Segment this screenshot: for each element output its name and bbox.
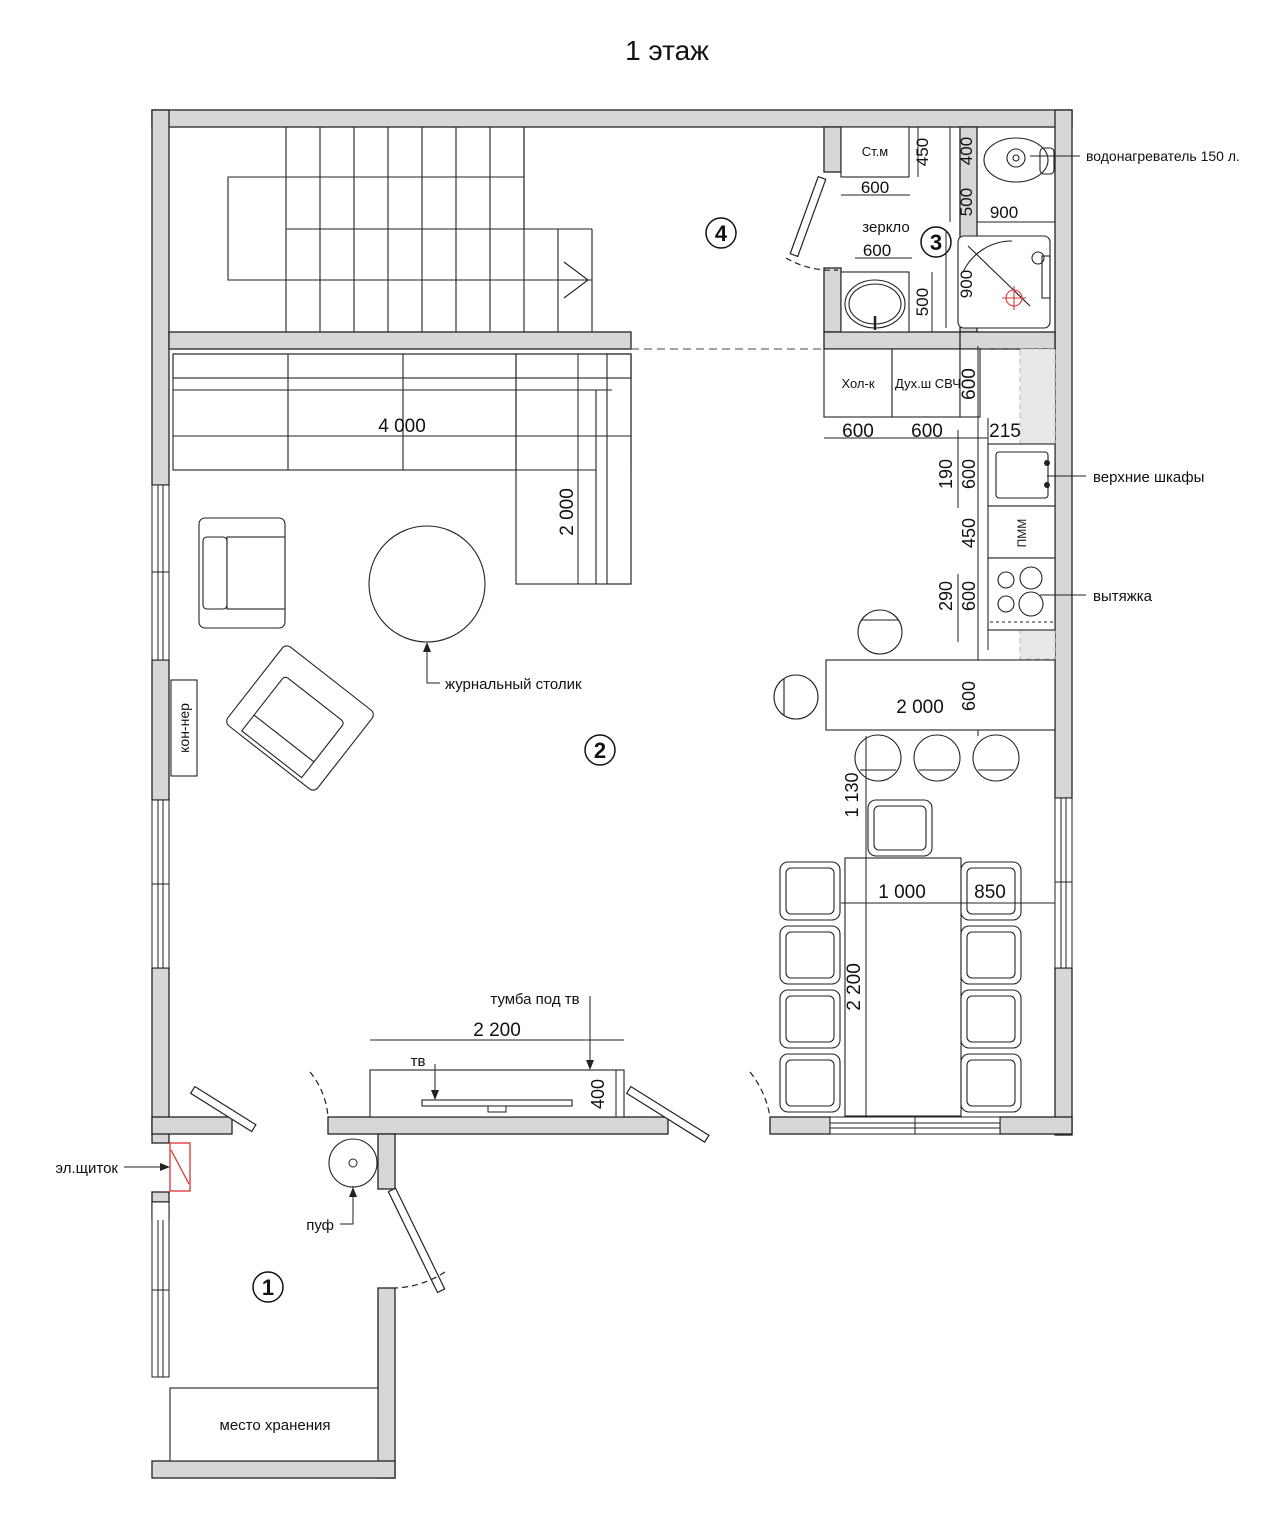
dim-290: 290 [936, 581, 956, 611]
dining-chairs [779, 799, 1022, 1113]
oven-label: Дух.ш СВЧ [895, 376, 961, 391]
electrical-panel-mark [170, 1149, 190, 1185]
dim-gap-500: 500 [957, 188, 976, 216]
room-markers: 1 2 3 4 [252, 217, 952, 1303]
room-number-1: 1 [262, 1275, 274, 1300]
dim-table-length: 2 200 [844, 963, 865, 1011]
dim-mirror-width: 600 [863, 241, 891, 260]
dim-sofa-width: 4 000 [378, 416, 426, 437]
dim-washer-width: 600 [861, 178, 889, 197]
sofa-dimensions [173, 354, 631, 584]
hood-label: вытяжка [1093, 588, 1153, 605]
room-number-4: 4 [715, 221, 728, 246]
dim-fridge-width: 600 [842, 421, 874, 442]
storage-label: место хранения [220, 1417, 331, 1434]
bathroom-dimensions [841, 127, 1055, 332]
dim-215: 215 [989, 421, 1021, 442]
dim-bar-depth: 600 [959, 681, 979, 711]
tv-stand-label: тумба под тв [490, 991, 579, 1008]
plan-title: 1 этаж [625, 35, 709, 66]
dim-sofa-depth: 2 000 [557, 488, 578, 536]
coffee-table-leader [426, 646, 440, 684]
tv-stand-arrow [586, 1060, 594, 1070]
fridge-label: Хол-к [841, 376, 874, 391]
dim-600-hob: 600 [959, 581, 979, 611]
upper-cabinets-label: верхние шкафы [1093, 469, 1204, 486]
dining-dimensions [841, 736, 1055, 1116]
dim-850: 850 [974, 882, 1006, 903]
sink-faucet [1044, 460, 1050, 488]
dim-shower-width: 900 [990, 203, 1018, 222]
bathroom [840, 126, 1055, 333]
tv-screen [421, 1099, 573, 1107]
room-number-3: 3 [930, 230, 942, 255]
washer-label: Ст.м [862, 144, 889, 159]
panel-label: эл.щиток [55, 1160, 118, 1177]
tv-label: тв [411, 1053, 426, 1070]
conditioner-label: кон-нер [176, 703, 192, 753]
tv-arrow [431, 1090, 439, 1100]
doors [189, 175, 839, 1294]
walls [151, 109, 1073, 1479]
dim-600-sink: 600 [959, 459, 979, 489]
bar-counter [825, 659, 1056, 731]
water-heater-label: водонагреватель 150 л. [1086, 148, 1240, 164]
dim-bar-width: 2 000 [896, 697, 944, 718]
kitchen-units [823, 348, 1056, 631]
pouf-label: пуф [306, 1217, 334, 1234]
dim-450-dishwasher: 450 [959, 518, 979, 548]
dim-table-width: 1 000 [878, 882, 926, 903]
dim-washer-height: 450 [913, 138, 932, 166]
panel-arrow [160, 1163, 170, 1171]
corner-sofa [172, 353, 632, 585]
windows [151, 484, 1073, 1378]
dim-tv-depth: 400 [588, 1079, 608, 1109]
pouf-leader [340, 1186, 354, 1225]
coffee-table-arrow [423, 642, 431, 652]
pouf-arrow [349, 1187, 357, 1197]
coffee-table [368, 525, 486, 643]
room-number-2: 2 [594, 738, 606, 763]
mirror-label: зеркло [862, 219, 909, 236]
dining-table [844, 857, 962, 1117]
dim-shower-height: 900 [957, 270, 976, 298]
tv-base [487, 1105, 507, 1113]
dishwasher-label: ПММ [1015, 519, 1029, 548]
armchair-left [198, 517, 286, 629]
dim-basin-height: 500 [913, 288, 932, 316]
dim-kitchen-depth: 600 [959, 368, 980, 400]
tv-dimensions [370, 996, 624, 1117]
armchair-angled [226, 645, 374, 791]
conditioner-unit [170, 679, 198, 777]
dim-190: 190 [936, 459, 956, 489]
pouf-center [348, 1158, 358, 1168]
dim-oven-width: 600 [911, 421, 943, 442]
dim-heater-height: 400 [957, 137, 976, 165]
dim-1130: 1 130 [842, 772, 862, 817]
coffee-table-label: журнальный столик [445, 676, 582, 693]
dim-tv-width: 2 200 [473, 1020, 521, 1041]
storage-area [169, 1387, 379, 1462]
staircase [227, 127, 593, 332]
